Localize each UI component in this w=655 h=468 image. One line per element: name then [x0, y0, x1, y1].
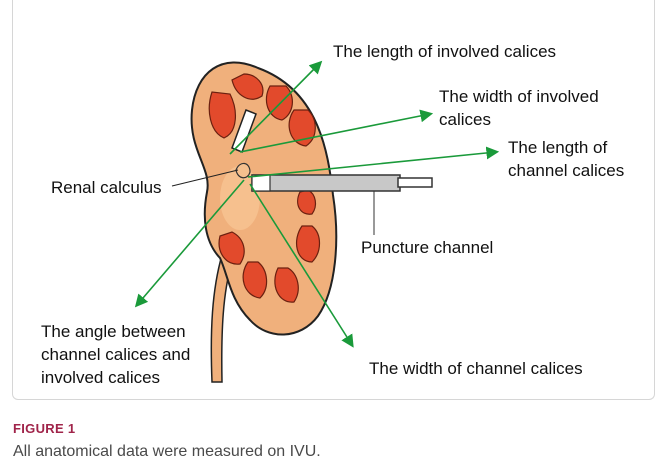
label-renal-calculus: Renal calculus: [51, 176, 162, 199]
label-angle-line2: channel calices and: [41, 343, 190, 366]
label-involved-width: The width of involved calices: [439, 85, 599, 131]
label-angle-line1: The angle between: [41, 320, 190, 343]
label-channel-width: The width of channel calices: [369, 357, 583, 380]
label-channel-length-line2: channel calices: [508, 159, 624, 182]
puncture-needle: [252, 175, 432, 191]
label-channel-length-line1: The length of: [508, 136, 624, 159]
label-channel-length: The length of channel calices: [508, 136, 624, 182]
label-angle: The angle between channel calices and in…: [41, 320, 190, 389]
label-angle-line3: involved calices: [41, 366, 190, 389]
renal-calculus: [236, 163, 250, 177]
label-puncture-channel: Puncture channel: [361, 236, 493, 259]
figure-caption: All anatomical data were measured on IVU…: [13, 443, 321, 461]
figure-label: FIGURE 1: [13, 421, 75, 436]
label-involved-length: The length of involved calices: [333, 40, 556, 63]
label-involved-width-line1: The width of involved: [439, 85, 599, 108]
label-involved-width-line2: calices: [439, 108, 599, 131]
